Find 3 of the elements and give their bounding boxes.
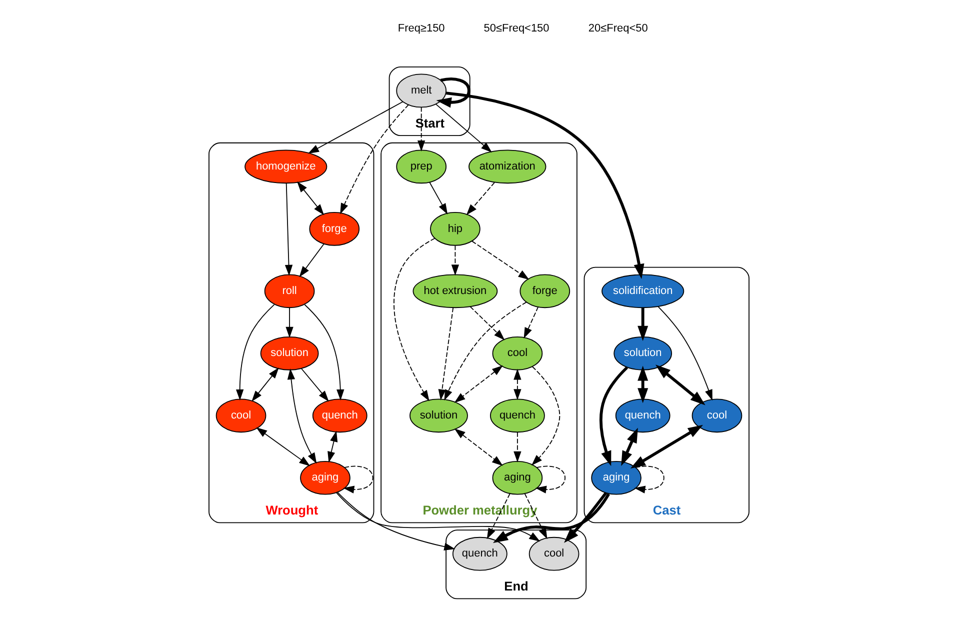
legend-label: 20≤Freq<50	[588, 22, 648, 34]
legend-label: Freq≥150	[397, 22, 444, 34]
legend-label: 50≤Freq<150	[483, 22, 549, 34]
